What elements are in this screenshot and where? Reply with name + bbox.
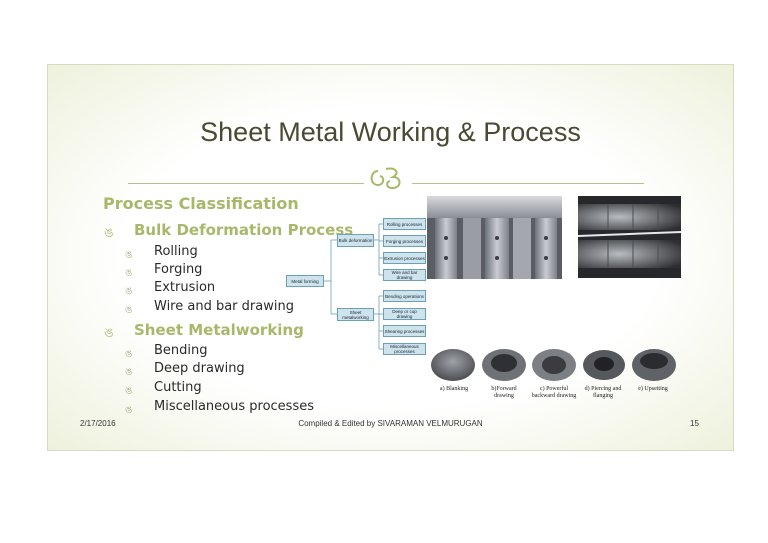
footer-date: 2/17/2016: [80, 419, 116, 428]
sheet-forming-stages-figure: [430, 347, 678, 383]
sub-bullet-icon: ঙ: [125, 386, 133, 397]
diagram-leaf-box: Extrusion processes: [383, 252, 426, 264]
footer-credit: Compiled & Edited by SIVARAMAN VELMURUGA…: [298, 419, 483, 428]
diagram-root-box: Metal forming: [286, 275, 324, 287]
roll-formed-sheet-photo: [427, 196, 562, 279]
process-classification-heading: Process Classification: [103, 194, 299, 213]
caption-backward-drawing: c) Powerful backward drawing: [531, 386, 577, 399]
diagram-leaf-box: Forging processes: [383, 235, 426, 247]
caption-forward-drawing: b)Forward drawing: [491, 386, 517, 399]
list-item: Cutting: [154, 380, 202, 395]
title-rule-right: [412, 183, 644, 184]
list-item: Extrusion: [154, 280, 216, 295]
title-rule-left: [128, 183, 364, 184]
list-item: Rolling: [154, 244, 198, 259]
caption-upsetting: e) Upsetting: [638, 386, 668, 392]
sub-bullet-icon: ঙ: [125, 349, 133, 360]
sub-bullet-icon: ঙ: [125, 250, 133, 261]
sub-bullet-icon: ঙ: [125, 286, 133, 297]
sub-bullet-icon: ঙ: [125, 305, 133, 316]
diagram-branch-bulk: Bulk deformation: [337, 234, 374, 247]
sub-bullet-icon: ঙ: [125, 367, 133, 378]
slide-title: Sheet Metal Working & Process: [200, 117, 581, 147]
list-item: Miscellaneous processes: [154, 399, 314, 414]
list-item: Deep drawing: [154, 361, 245, 376]
list-item: Wire and bar drawing: [154, 299, 294, 314]
list-item: Bending: [154, 343, 208, 358]
diagram-leaf-box: Shearing processes: [383, 325, 426, 337]
diagram-branch-sheet: Sheet metalworking: [337, 308, 374, 321]
section-heading-bulk: Bulk Deformation Process: [134, 221, 354, 239]
bullet-icon: ঙ: [104, 226, 114, 241]
caption-piercing-flanging: d) Piercing and flanging: [584, 386, 622, 399]
diagram-leaf-box: Rolling processes: [383, 218, 426, 230]
bullet-icon: ঙ: [104, 326, 114, 341]
diagram-leaf-box: Bending operations: [383, 290, 426, 302]
diagram-leaf-box: Deep or cup drawing: [383, 308, 426, 320]
list-item: Forging: [154, 262, 203, 277]
section-heading-sheet: Sheet Metalworking: [134, 321, 304, 339]
footer-page-number: 15: [690, 419, 699, 428]
sub-bullet-icon: ঙ: [125, 405, 133, 416]
ornament-icon: [370, 167, 401, 190]
caption-blanking: a) Blanking: [439, 386, 469, 392]
diagram-leaf-box: Miscellaneous processes: [383, 343, 426, 355]
slide: Sheet Metal Working & Process Process Cl…: [47, 64, 734, 451]
diagram-leaf-box: Wire and bar drawing: [383, 269, 426, 281]
diagram-connectors: [323, 223, 383, 350]
sub-bullet-icon: ঙ: [125, 268, 133, 279]
forming-rolls-photo: [578, 196, 681, 278]
